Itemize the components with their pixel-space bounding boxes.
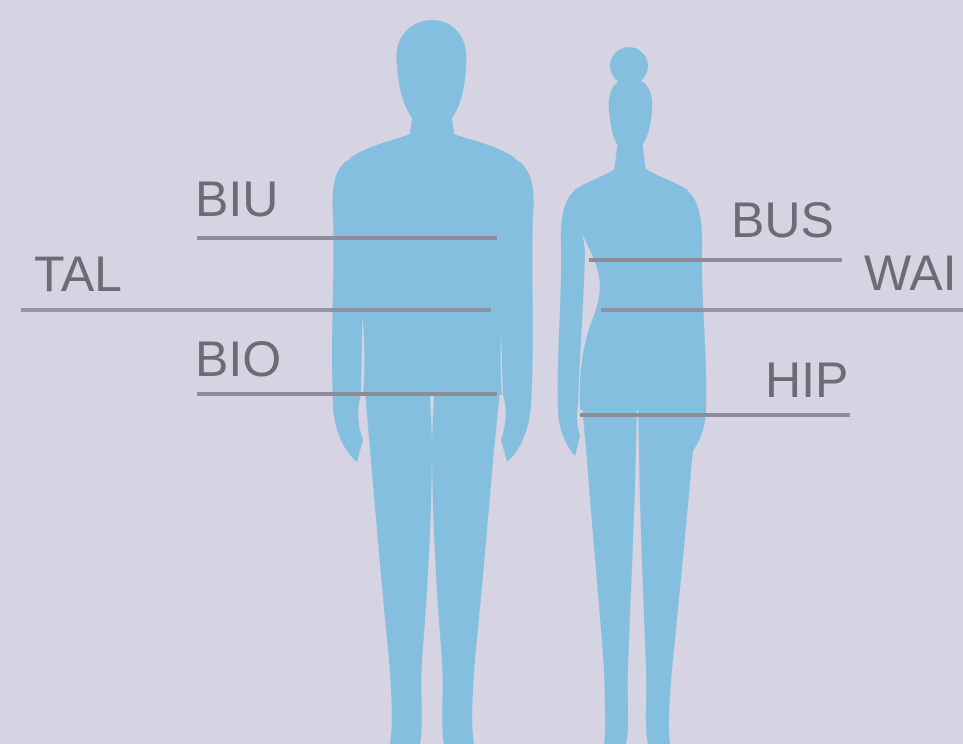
female-left-leg (582, 405, 637, 744)
male-torso (349, 134, 516, 395)
female-neck (614, 140, 646, 172)
female-head (609, 78, 653, 148)
label-tal: TAL (34, 249, 122, 299)
female-right-leg (638, 405, 698, 744)
label-hip: HIP (765, 355, 848, 405)
male-right-leg (432, 392, 500, 744)
male-silhouette (332, 20, 534, 744)
label-wai: WAI (864, 248, 957, 298)
label-bus: BUS (731, 195, 834, 245)
male-left-leg (365, 392, 432, 744)
female-silhouette (558, 47, 707, 744)
label-biu: BIU (195, 174, 278, 224)
male-right-arm (498, 158, 534, 462)
label-bio: BIO (195, 334, 281, 384)
male-head (396, 20, 466, 118)
